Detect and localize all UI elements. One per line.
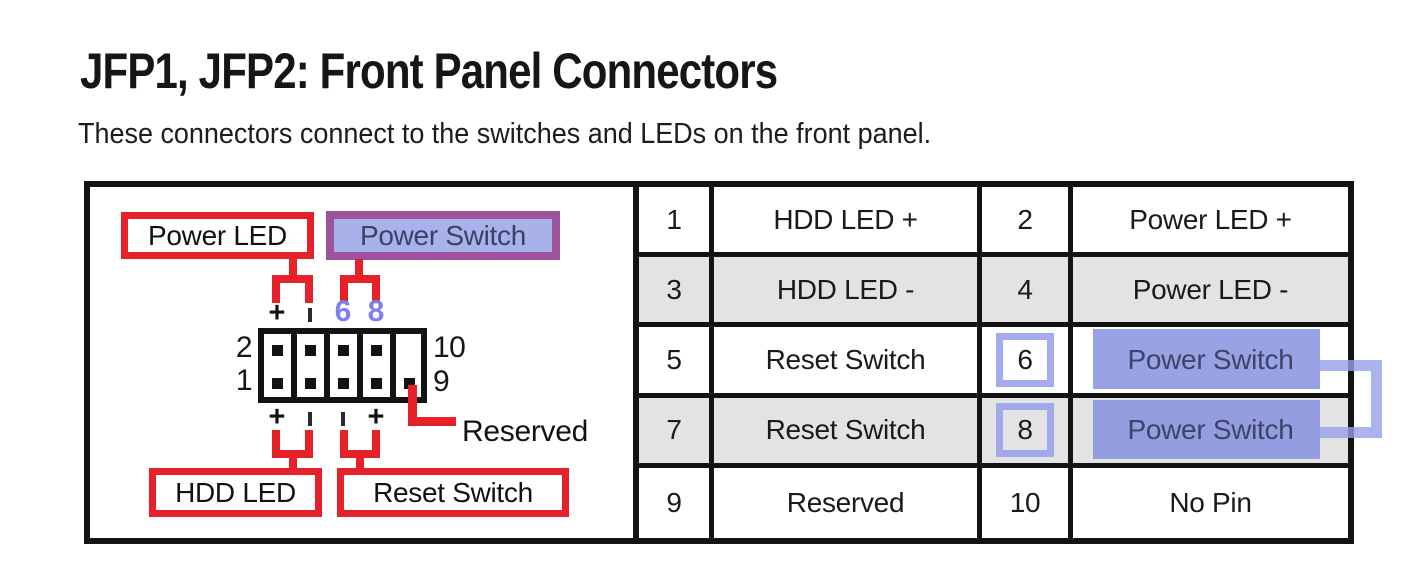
power-switch-label-text: Power Switch [359, 219, 526, 251]
bracket-segment [340, 430, 348, 458]
function-cell: HDD LED - [714, 257, 982, 328]
bracket-segment [305, 430, 313, 458]
bracket-segment [289, 458, 297, 469]
pin-header-divider [390, 334, 396, 397]
function-cell: Reserved [714, 467, 982, 538]
connector-figure: Power LED Power Switch + 6 8 [84, 181, 1382, 544]
bracket-segment [356, 458, 364, 469]
function-cell: Reset Switch [714, 397, 982, 468]
bracket-segment [272, 275, 313, 283]
pin-cell: 9 [639, 467, 714, 538]
pin-header-divider [324, 334, 330, 397]
minus-marker [308, 308, 312, 322]
bracket-segment [355, 259, 363, 277]
bracket-segment [305, 275, 313, 303]
power-switch-label-highlighted: Power Switch [326, 211, 560, 260]
pin-cell: 5 [639, 327, 714, 398]
pin-number-1: 1 [235, 364, 253, 397]
reserved-label: Reserved [462, 415, 588, 448]
pin-square [404, 378, 415, 389]
pin-square [305, 345, 316, 356]
pin-cell: 10 [982, 467, 1073, 538]
page-title: JFP1, JFP2: Front Panel Connectors [80, 43, 778, 99]
bracket-segment [340, 275, 348, 303]
pin-cell: 8 [982, 397, 1073, 468]
function-cell: Power Switch [1073, 327, 1348, 398]
reset-switch-label: Reset Switch [337, 468, 569, 517]
reserved-callout-line [408, 385, 456, 426]
pin8-marker: 8 [367, 295, 385, 328]
pin-square [371, 378, 382, 389]
plus-marker: + [367, 401, 385, 433]
pin-cell: 4 [982, 257, 1073, 328]
reset-switch-label-text: Reset Switch [373, 476, 533, 508]
pin-square [272, 378, 283, 389]
pin-table: 1 HDD LED + 2 Power LED + 3 HDD LED - 4 … [639, 187, 1348, 538]
function-cell: Power LED + [1073, 187, 1348, 258]
pin-square [338, 345, 349, 356]
function-cell: HDD LED + [714, 187, 982, 258]
function-cell: Power Switch [1073, 397, 1348, 468]
pin-number-9: 9 [433, 365, 450, 398]
power-led-label-text: Power LED [148, 219, 287, 251]
power-switch-link-bracket [1320, 360, 1382, 438]
bracket-segment [372, 430, 380, 458]
pin-header-divider [291, 334, 297, 397]
minus-marker [341, 412, 345, 426]
bracket-segment [340, 275, 380, 283]
bracket-segment [272, 275, 280, 303]
plus-marker: + [268, 401, 286, 433]
pin-header [258, 328, 427, 403]
pin-cell: 7 [639, 397, 714, 468]
minus-marker [308, 412, 312, 426]
pin-cell: 6 [982, 327, 1073, 398]
pin6-highlight-box [996, 332, 1054, 387]
hdd-led-label: HDD LED [149, 468, 322, 517]
pin-number-2: 2 [235, 331, 253, 364]
bracket-segment [372, 275, 380, 303]
power-switch-highlight-fill [1093, 329, 1320, 389]
plus-marker: + [268, 297, 286, 329]
pin-number-10: 10 [433, 331, 466, 364]
pin-square [338, 378, 349, 389]
page-subtitle: These connectors connect to the switches… [78, 118, 932, 150]
pin-square [272, 345, 283, 356]
bracket-segment [272, 430, 280, 458]
bracket-segment [289, 259, 297, 277]
pin-header-divider [357, 334, 363, 397]
bracket-segment [340, 450, 380, 458]
function-cell: Power LED - [1073, 257, 1348, 328]
hdd-led-label-text: HDD LED [175, 476, 296, 508]
pin-cell: 1 [639, 187, 714, 258]
pin-square [305, 378, 316, 389]
power-led-label: Power LED [121, 212, 314, 259]
power-switch-highlight-fill [1093, 399, 1320, 459]
function-cell: No Pin [1073, 467, 1348, 538]
function-cell: Reset Switch [714, 327, 982, 398]
pin-square [371, 345, 382, 356]
pane-divider [633, 187, 639, 538]
pin8-highlight-box [996, 403, 1054, 458]
bracket-segment [272, 450, 313, 458]
pin-cell: 2 [982, 187, 1073, 258]
pin6-marker: 6 [334, 295, 352, 328]
pin-cell: 3 [639, 257, 714, 328]
